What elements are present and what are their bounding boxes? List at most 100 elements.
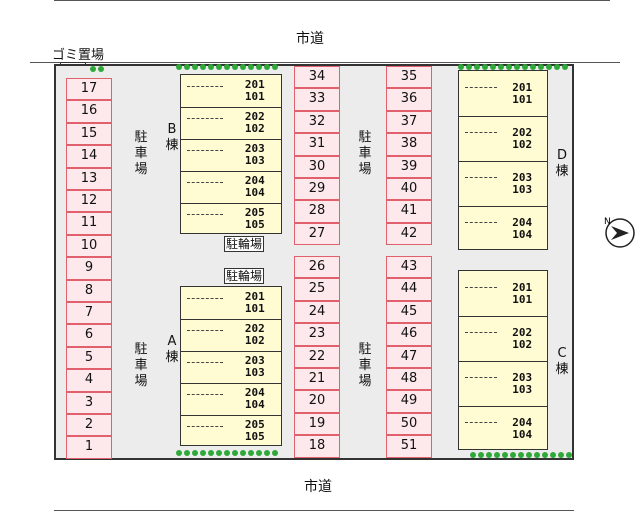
hedge-dot: [248, 450, 254, 456]
hedge-dot: [256, 64, 262, 70]
hedge-dot: [272, 64, 278, 70]
parking-space: 31: [294, 133, 340, 156]
parking-space: 28: [294, 200, 340, 223]
parking-space: 3: [66, 391, 112, 414]
balcony-outline: [187, 298, 223, 300]
hedge-dot: [232, 450, 238, 456]
unit-divider: [181, 203, 281, 204]
unit-number-lower: 101: [244, 302, 265, 315]
hedge-dot: [248, 64, 254, 70]
parking-space: 16: [66, 100, 112, 123]
parking-space: 41: [386, 200, 432, 223]
hedge-dot: [566, 452, 572, 458]
parking-space: 23: [294, 323, 340, 346]
balcony-outline: [465, 331, 497, 333]
building-b-label: B棟: [165, 122, 179, 153]
hedge-dot: [216, 450, 222, 456]
balcony-outline: [187, 330, 223, 332]
parking-space: 15: [66, 122, 112, 146]
parking-space: 43: [386, 256, 432, 279]
hedge-dot: [208, 64, 214, 70]
bottom-road-label: 市道: [304, 479, 332, 495]
hedge-dot: [192, 450, 198, 456]
unit-number-lower: 105: [244, 430, 265, 443]
hedge-dot: [526, 452, 532, 458]
parking-space: 21: [294, 368, 340, 391]
building-a-label: A棟: [165, 334, 179, 365]
parking-space: 2: [66, 414, 112, 437]
parking-space: 40: [386, 178, 432, 201]
unit-number-lower: 101: [244, 90, 265, 103]
hedge-dot: [514, 64, 520, 70]
unit-number-lower: 103: [512, 382, 533, 396]
parking-space: 27: [294, 222, 340, 246]
hedge-dot: [478, 452, 484, 458]
parking-space: 50: [386, 412, 432, 436]
parking-space: 17: [66, 78, 112, 101]
hedge-dot: [486, 452, 492, 458]
unit-number-upper: 201: [244, 290, 265, 303]
parking-space: 20: [294, 390, 340, 413]
hedge-dot: [184, 64, 190, 70]
balcony-outline: [465, 286, 497, 288]
balcony-outline: [465, 176, 497, 178]
unit-number-upper: 205: [244, 418, 265, 431]
parking-space: 42: [386, 222, 432, 246]
hedge-dot: [510, 452, 516, 458]
unit-number-lower: 103: [244, 366, 265, 379]
unit-number-lower: 104: [244, 398, 265, 411]
hedge-dot: [550, 452, 556, 458]
hedge-dot: [208, 450, 214, 456]
unit-divider: [459, 206, 547, 207]
bicycle-parking-label-b: 駐輪場: [224, 236, 265, 252]
building-c-label: C棟: [555, 346, 569, 377]
unit-number-lower: 104: [512, 427, 533, 441]
unit-number-upper: 204: [244, 386, 265, 399]
hedge-dot: [256, 450, 262, 456]
parking-space: 34: [294, 66, 340, 89]
parking-space: 44: [386, 278, 432, 301]
unit-number-upper: 204: [512, 415, 533, 429]
unit-number-lower: 102: [244, 334, 265, 347]
hedge-dot: [458, 64, 464, 70]
unit-number-upper: 202: [512, 325, 533, 339]
parking-space: 18: [294, 435, 340, 458]
hedge-dot: [530, 64, 536, 70]
hedge-dot: [240, 64, 246, 70]
unit-divider: [181, 351, 281, 352]
unit-number-upper: 201: [512, 80, 533, 94]
hedge-dot: [506, 64, 512, 70]
north-arrow-label: N: [604, 217, 611, 227]
hedge-dot: [518, 452, 524, 458]
parking-space: 24: [294, 300, 340, 324]
unit-divider: [459, 361, 547, 362]
unit-number-upper: 203: [244, 354, 265, 367]
unit-number-upper: 201: [512, 280, 533, 294]
unit-number-lower: 103: [244, 154, 265, 167]
hedge-dot: [192, 64, 198, 70]
unit-divider: [181, 383, 281, 384]
unit-divider: [181, 107, 281, 108]
unit-divider: [459, 161, 547, 162]
hedge-dot: [216, 64, 222, 70]
unit-number-lower: 104: [244, 186, 265, 199]
parking-space: 6: [66, 324, 112, 347]
hedge-dot: [232, 64, 238, 70]
balcony-outline: [187, 86, 223, 88]
parking-space: 29: [294, 178, 340, 201]
unit-number-upper: 202: [512, 125, 533, 139]
parking-space: 14: [66, 145, 112, 168]
bottom-road-line: [54, 510, 574, 511]
parking-space: 10: [66, 234, 112, 258]
unit-number-lower: 104: [512, 227, 533, 241]
balcony-outline: [187, 182, 223, 184]
unit-divider: [181, 415, 281, 416]
parking-space: 22: [294, 345, 340, 368]
top-road-line-upper: [54, 0, 610, 1]
unit-number-upper: 203: [512, 170, 533, 184]
unit-number-upper: 202: [244, 322, 265, 335]
hedge-dot: [474, 64, 480, 70]
parking-label-bottom-right: 駐車場: [358, 342, 372, 389]
parking-space: 48: [386, 368, 432, 391]
